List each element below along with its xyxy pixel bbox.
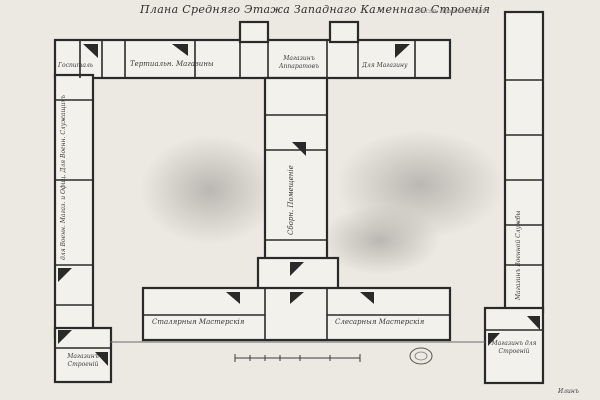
interior-walls bbox=[55, 40, 543, 349]
room-label-top-center: Магазинъ Аппаратовъ bbox=[278, 55, 320, 70]
room-label-top-left-center: Тертиальн. Магазины bbox=[130, 60, 214, 68]
ink-wash-low bbox=[320, 205, 440, 275]
stove-markers bbox=[58, 44, 540, 366]
ink-wash-left bbox=[140, 135, 280, 245]
room-label-right-wing: Магазинъ Военной Службы bbox=[515, 210, 522, 300]
room-label-left-wing: для Военн. Магаз. и Офиц. Для Военн. Слу… bbox=[60, 95, 67, 260]
scale-bar bbox=[234, 354, 361, 362]
archive-stamp bbox=[409, 347, 433, 365]
room-label-corner-left: Магазинъ Строеній bbox=[67, 353, 99, 368]
top-stair-left bbox=[238, 20, 270, 44]
center-wing bbox=[263, 76, 329, 270]
room-label-center-wing: Сборн. Помещеніе bbox=[287, 165, 295, 235]
top-stair-right bbox=[328, 20, 360, 44]
room-label-top-left: Госпиталь bbox=[58, 62, 94, 69]
drawing-title: Плана Средняго Этажа Западнаго Каменнаго… bbox=[140, 3, 491, 16]
room-label-bottom-left: Сталярныя Мастерскія bbox=[152, 318, 245, 326]
signature: Илинъ bbox=[558, 388, 579, 395]
left-wing bbox=[53, 73, 95, 339]
right-wing bbox=[503, 10, 545, 314]
room-label-bottom-right: Слесарныя Мастерскія bbox=[335, 318, 425, 326]
room-label-top-right: Для Магазину bbox=[362, 62, 408, 69]
top-wing bbox=[53, 38, 452, 80]
corner-note: Рисов. Архитекторъ bbox=[418, 8, 486, 15]
room-label-corner-right: Магазинъ для Строеній bbox=[491, 340, 537, 355]
